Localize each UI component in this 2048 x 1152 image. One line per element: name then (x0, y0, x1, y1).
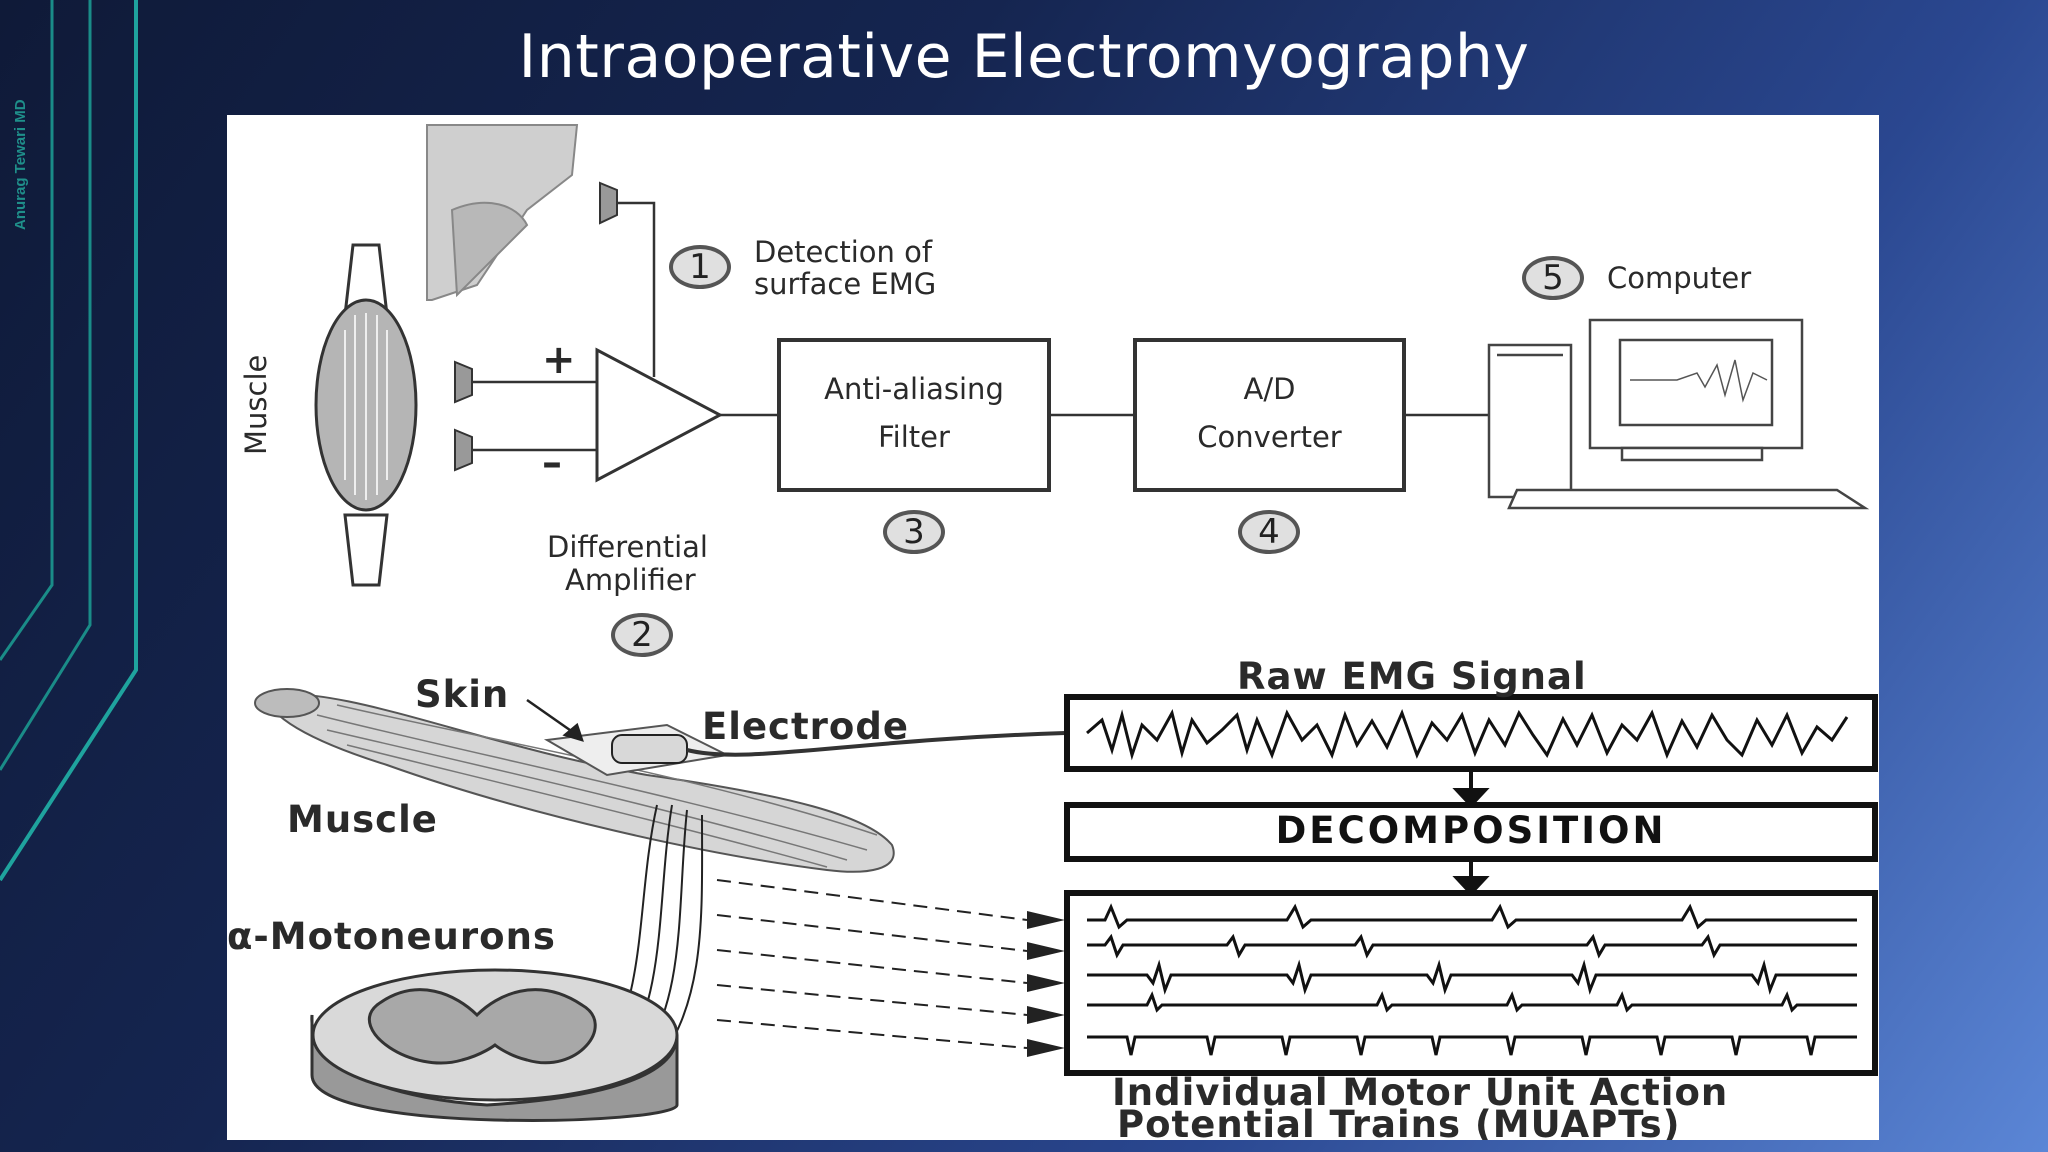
muscle-label-top: Muscle (239, 354, 273, 455)
step-1-badge: 1 (669, 245, 731, 289)
filter-box (777, 338, 1051, 492)
emg-figure: Muscle + – 1 Detection of surface EMG Di… (227, 115, 1879, 1140)
step-5-label: Computer (1607, 261, 1752, 295)
step-2-label-line2: Amplifier (565, 563, 696, 597)
step-4-badge: 4 (1238, 510, 1300, 554)
step-1-label-line2: surface EMG (754, 267, 937, 301)
converter-line1: A/D (1243, 372, 1296, 406)
decomposition-label: DECOMPOSITION (1275, 809, 1667, 852)
converter-box-label: A/D Converter (1135, 365, 1404, 461)
step-1-label-line1: Detection of (754, 235, 933, 269)
step-2-badge: 2 (611, 613, 673, 657)
muapt-traces (1087, 903, 1857, 1056)
step-2-label-line1: Differential (547, 530, 708, 564)
filter-box-label: Anti-aliasing Filter (779, 365, 1049, 461)
muscle-shape (314, 243, 418, 587)
electrode-icons (454, 181, 618, 472)
decorative-lines (0, 0, 138, 882)
computer-icon (1487, 318, 1870, 510)
muscle-label-bottom: Muscle (287, 798, 438, 841)
motoneurons-label: α-Motoneurons (227, 915, 556, 958)
converter-box (1133, 338, 1406, 492)
dashed-arrows (716, 879, 1028, 1049)
muapt-label-line2: Potential Trains (MUAPTs) (1117, 1103, 1681, 1140)
raw-signal-label: Raw EMG Signal (1237, 655, 1587, 698)
decomposition-box (1064, 802, 1878, 862)
top-wires (472, 201, 1489, 452)
amplifier-triangle (595, 347, 724, 483)
minus-sign: – (542, 440, 562, 486)
figure-graphics (254, 124, 1878, 1122)
step-3-badge: 3 (883, 510, 945, 554)
slide-title: Intraoperative Electromyography (518, 22, 1530, 92)
decomposition-arrows (1452, 769, 1490, 896)
filter-line1: Anti-aliasing (824, 372, 1004, 406)
step-5-badge: 5 (1522, 256, 1584, 300)
electrode-cable (686, 731, 1066, 757)
converter-line2: Converter (1197, 420, 1342, 454)
electrode-label: Electrode (702, 705, 909, 748)
filter-line2: Filter (878, 420, 950, 454)
plus-sign: + (542, 337, 576, 383)
spinal-cord (310, 968, 679, 1122)
muapt-label-line1: Individual Motor Unit Action (1112, 1071, 1729, 1114)
skin-arrow (526, 698, 584, 742)
skin-label: Skin (415, 673, 510, 716)
raw-signal-wave (1086, 708, 1849, 761)
bone-illustration (426, 124, 579, 301)
arrow-heads (1027, 911, 1065, 1057)
muapt-box (1064, 890, 1878, 1076)
